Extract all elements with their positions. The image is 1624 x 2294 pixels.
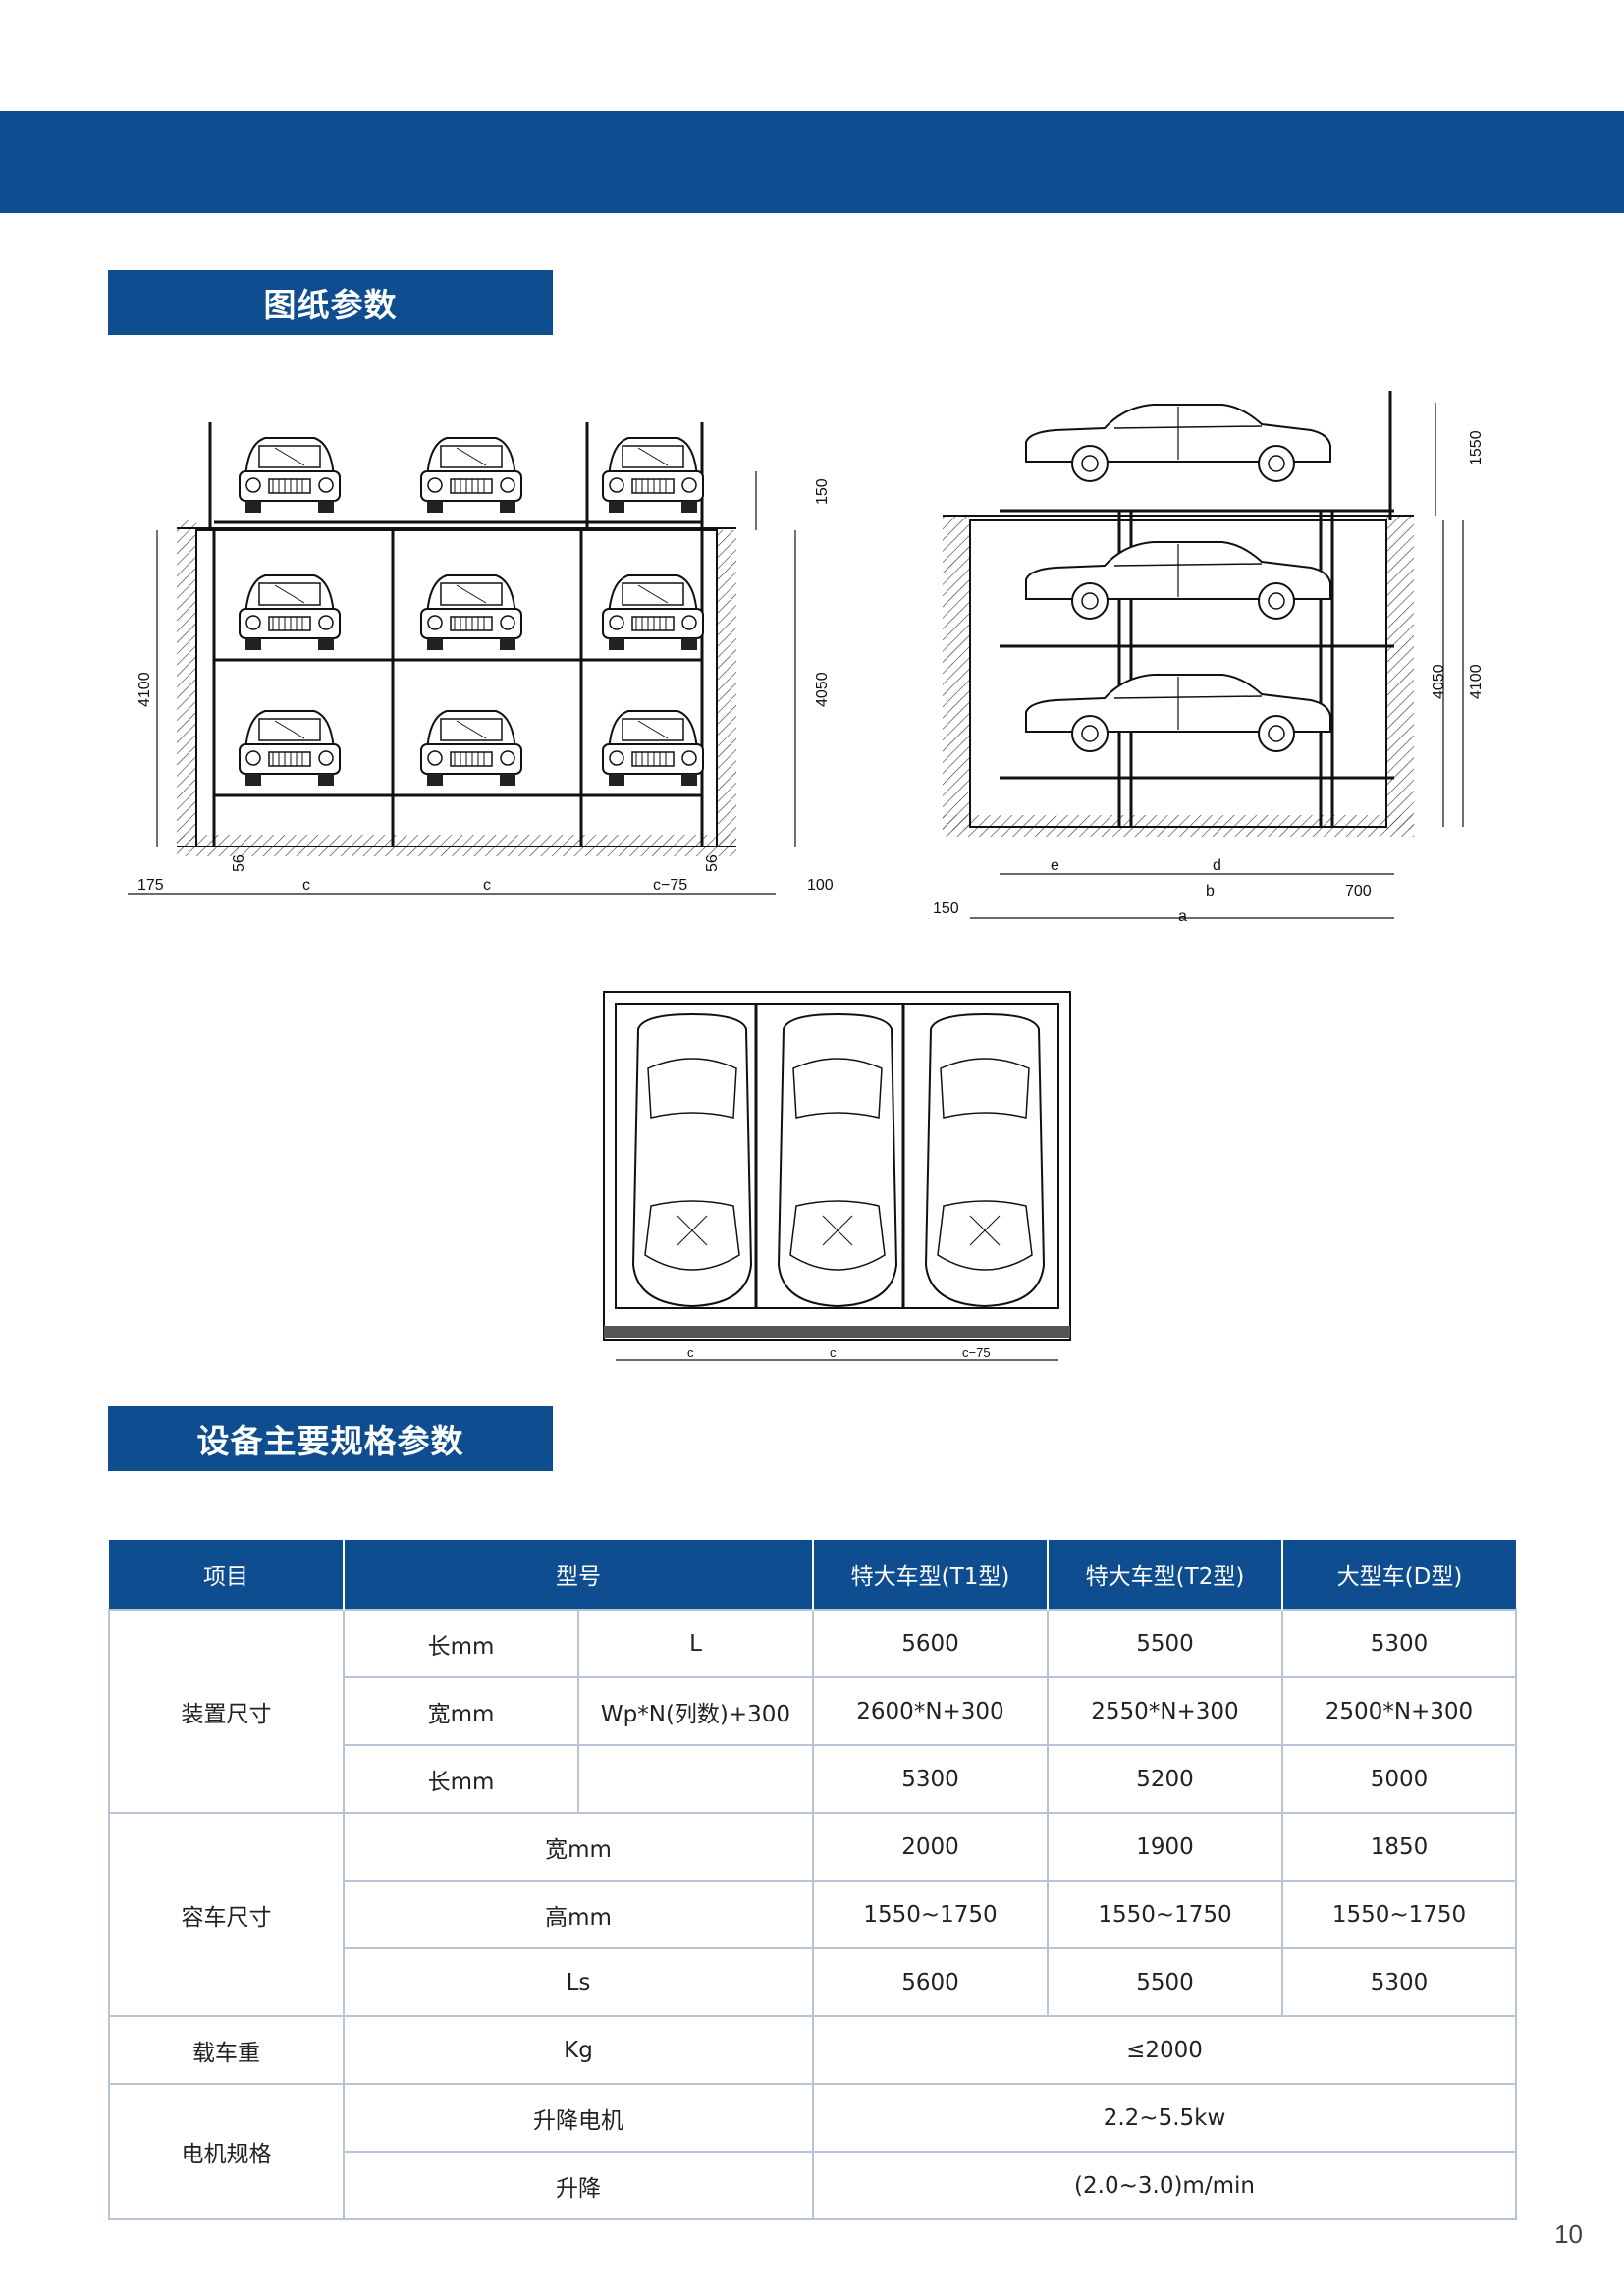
side-elevation-drawing: 1550 4050 4100 e d b 700 150 a — [933, 391, 1483, 925]
table-row: Ls 5600 5500 5300 — [109, 1947, 1517, 2017]
cell-d: 1550~1750 — [1281, 1880, 1517, 1949]
dim-label: e — [1051, 857, 1059, 874]
cell-t1: 5600 — [812, 1609, 1049, 1678]
dim-label: 100 — [807, 877, 834, 894]
dim-label: 175 — [137, 877, 164, 894]
cell-symbol: Wp*N(列数)+300 — [577, 1676, 814, 1746]
cell-t2: 5500 — [1047, 1609, 1283, 1678]
cell-param: 长mm — [343, 1609, 579, 1678]
group-car-size: 容车尺寸 — [108, 1812, 345, 2017]
dim-label: c — [830, 1345, 837, 1360]
dim-label: 4100 — [1468, 664, 1483, 699]
cell-param: Ls — [343, 1947, 814, 2017]
dim-label: 700 — [1345, 883, 1372, 900]
cell-t2: 5500 — [1047, 1947, 1283, 2017]
dim-label: 1550 — [1468, 430, 1483, 465]
dim-label: c — [687, 1345, 694, 1360]
section-title-spec: 设备主要规格参数 — [108, 1406, 553, 1471]
dim-label: 4050 — [814, 672, 831, 707]
cell-t1: 2600*N+300 — [812, 1676, 1049, 1746]
group-motor: 电机规格 — [108, 2083, 345, 2220]
header-t2: 特大车型(T2型) — [1047, 1540, 1283, 1610]
cell-d: 5000 — [1281, 1744, 1517, 1814]
page-number: 10 — [1554, 2219, 1583, 2249]
table-row: 电机规格 升降电机 2.2~5.5kw — [108, 2083, 1517, 2220]
table-row: 容车尺寸 宽mm 2000 1900 1850 — [108, 1812, 1517, 2017]
cell-t2: 2550*N+300 — [1047, 1676, 1283, 1746]
cell-t1: 5300 — [812, 1744, 1049, 1814]
cell-d: 2500*N+300 — [1281, 1676, 1517, 1746]
cell-param: 长mm — [343, 1744, 579, 1814]
table-row: 升降 (2.0~3.0)m/min — [109, 2151, 1517, 2220]
cell-param: 升降 — [343, 2151, 814, 2220]
cell-t1: 1550~1750 — [812, 1880, 1049, 1949]
spec-table: 项目 型号 特大车型(T1型) 特大车型(T2型) 大型车(D型) 装置尺寸 长… — [108, 1540, 1517, 2220]
dim-label: 150 — [933, 901, 959, 917]
group-device-size: 装置尺寸 — [108, 1609, 345, 1814]
cell-param: 高mm — [343, 1880, 814, 1949]
cell-symbol: L — [577, 1609, 814, 1678]
cell-t2: 1900 — [1047, 1812, 1283, 1882]
table-row: 装置尺寸 长mm L 5600 5500 5300 — [108, 1609, 1517, 1814]
cell-value: (2.0~3.0)m/min — [812, 2151, 1517, 2220]
header-d: 大型车(D型) — [1281, 1540, 1516, 1610]
dim-label: c−75 — [962, 1345, 991, 1360]
table-row: 宽mm Wp*N(列数)+300 2600*N+300 2550*N+300 2… — [109, 1676, 1517, 1746]
dim-label: 150 — [814, 478, 831, 505]
dim-label: c — [483, 877, 491, 894]
cell-unit: Kg — [343, 2015, 814, 2085]
cell-d: 5300 — [1281, 1609, 1517, 1678]
cell-symbol — [577, 1744, 814, 1814]
table-row: 高mm 1550~1750 1550~1750 1550~1750 — [109, 1880, 1517, 1949]
dim-label: 4100 — [136, 672, 153, 707]
cell-t2: 5200 — [1047, 1744, 1283, 1814]
dim-label: d — [1213, 857, 1221, 874]
header-model: 型号 — [343, 1540, 814, 1610]
header-t1: 特大车型(T1型) — [812, 1540, 1049, 1610]
dim-label: c−75 — [653, 877, 687, 894]
cell-t2: 1550~1750 — [1047, 1880, 1283, 1949]
header-band — [0, 111, 1624, 213]
cell-t1: 5600 — [812, 1947, 1049, 2017]
cell-d: 5300 — [1281, 1947, 1517, 2017]
front-elevation-drawing: 175 56 c c c−75 56 100 150 4100 4050 — [128, 422, 834, 895]
cell-value: 2.2~5.5kw — [812, 2083, 1517, 2153]
dim-label: 56 — [704, 854, 721, 872]
table-header-row: 项目 型号 特大车型(T1型) 特大车型(T2型) 大型车(D型) — [109, 1540, 1516, 1610]
group-load: 载车重 — [108, 2015, 345, 2085]
dim-label: b — [1206, 883, 1215, 900]
cell-param: 宽mm — [343, 1676, 579, 1746]
dim-label: 56 — [231, 854, 247, 872]
dim-label: a — [1178, 908, 1187, 925]
cell-param: 宽mm — [343, 1812, 814, 1882]
cell-t1: 2000 — [812, 1812, 1049, 1882]
section-title-drawing: 图纸参数 — [108, 270, 553, 335]
cell-d: 1850 — [1281, 1812, 1517, 1882]
plan-view-drawing: c c c−75 — [603, 991, 1071, 1361]
dim-label: c — [302, 877, 310, 894]
header-item: 项目 — [109, 1540, 345, 1610]
table-row: 长mm 5300 5200 5000 — [109, 1744, 1517, 1814]
cell-value: ≤2000 — [812, 2015, 1517, 2085]
table-row: 载车重 Kg ≤2000 — [108, 2015, 1517, 2085]
cell-param: 升降电机 — [343, 2083, 814, 2153]
dim-label: 4050 — [1431, 664, 1447, 699]
